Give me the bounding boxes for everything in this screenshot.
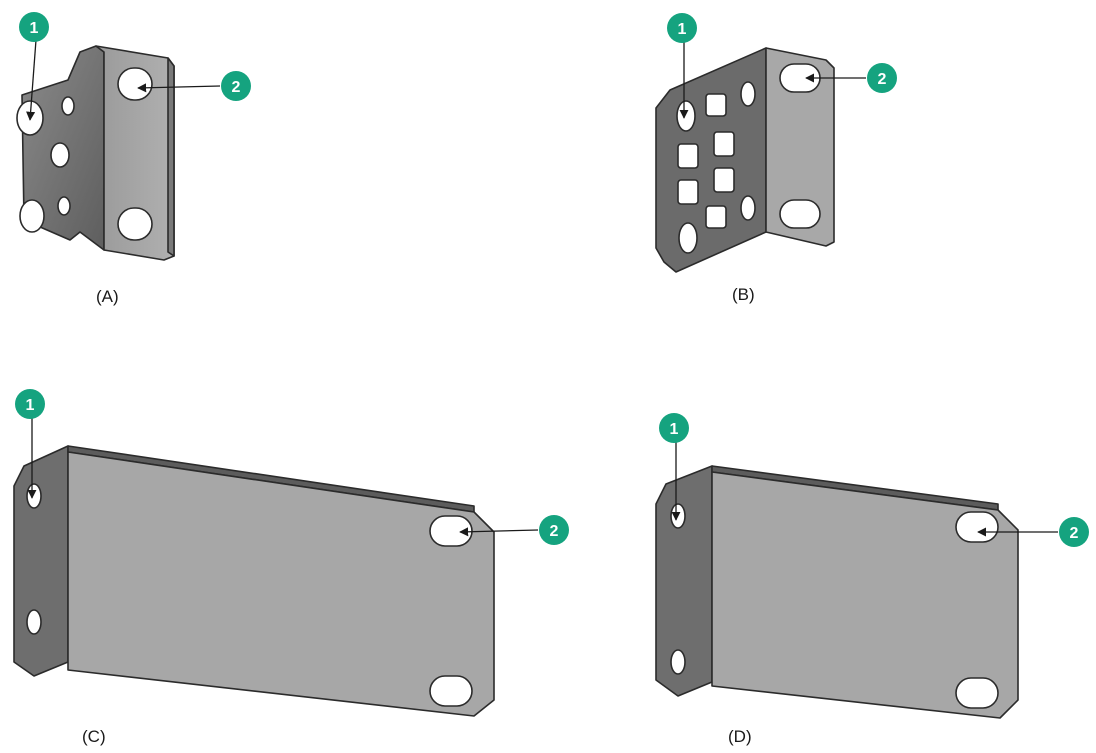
callout-1-d: 1	[659, 413, 689, 443]
callout-2-d: 2	[1059, 517, 1089, 547]
callout-2-a: 2	[221, 71, 251, 101]
svg-text:2: 2	[878, 71, 887, 88]
bracket-d-ear-hole	[670, 503, 686, 529]
bracket-d-side-plate	[711, 471, 1019, 719]
bracket-d: 1 2 (D)	[655, 413, 1089, 746]
caption-a: (A)	[96, 287, 119, 306]
bracket-c-ear-hole	[26, 483, 42, 509]
callout-2-b: 2	[867, 63, 897, 93]
bracket-b-ear-hole	[676, 100, 696, 132]
svg-text:1: 1	[30, 20, 39, 37]
svg-text:2: 2	[232, 79, 241, 96]
callout-1-a: 1	[19, 12, 49, 42]
svg-text:2: 2	[1070, 525, 1079, 542]
callout-1-c: 1	[15, 389, 45, 419]
bracket-d-slot-hole	[955, 511, 999, 543]
svg-text:1: 1	[670, 421, 679, 438]
bracket-a-slot-hole	[117, 67, 153, 101]
bracket-c-side-plate	[67, 451, 495, 717]
caption-d: (D)	[728, 727, 752, 746]
bracket-c-ear	[13, 445, 69, 677]
bracket-c: 1 2 (C)	[13, 389, 569, 746]
svg-text:1: 1	[678, 21, 687, 38]
bracket-b: 1 2 (B)	[655, 13, 897, 304]
svg-text:2: 2	[550, 523, 559, 540]
bracket-a: 1 2 (A)	[16, 12, 251, 306]
caption-c: (C)	[82, 727, 106, 746]
caption-b: (B)	[732, 285, 755, 304]
bracket-c-slot-hole	[429, 515, 473, 547]
bracket-b-side-plate	[765, 47, 835, 247]
callout-2-c: 2	[539, 515, 569, 545]
callout-1-b: 1	[667, 13, 697, 43]
svg-text:1: 1	[26, 397, 35, 414]
